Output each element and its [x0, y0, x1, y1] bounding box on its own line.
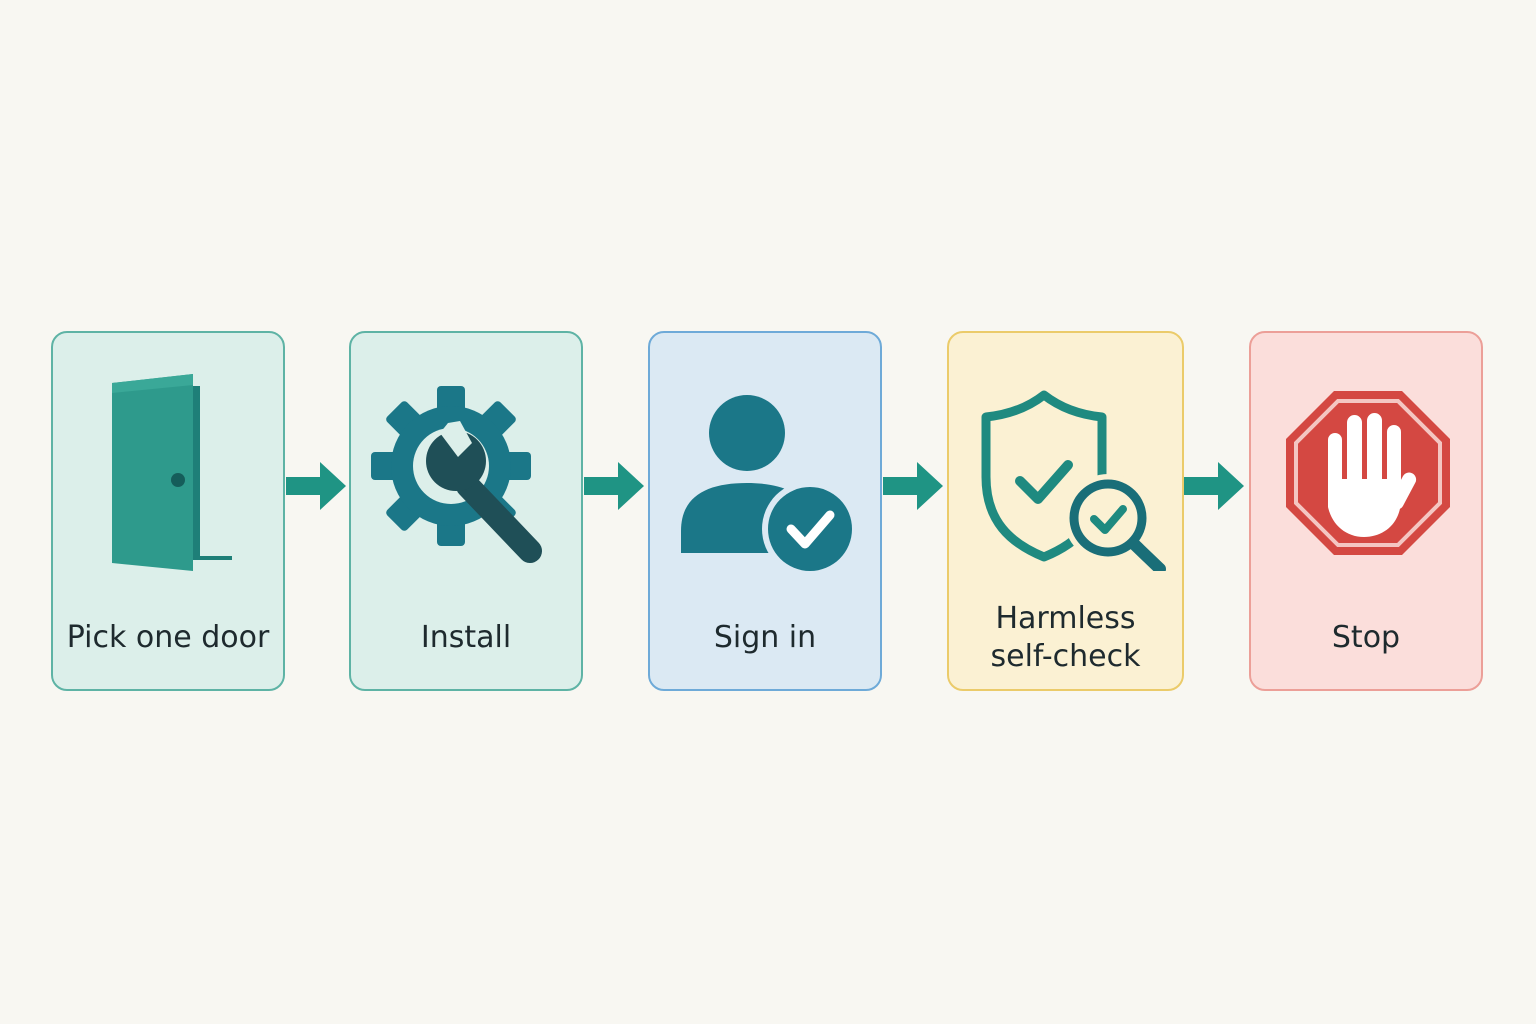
user-check-icon — [681, 395, 858, 571]
door-icon — [112, 374, 232, 571]
step-install: Install — [349, 331, 583, 691]
step-label: Pick one door — [66, 620, 270, 655]
step-pick-one-door: Pick one door — [51, 331, 285, 691]
arrow-icon — [883, 462, 943, 510]
shield-search-icon — [981, 390, 1166, 571]
step-label: Harmless self-check — [990, 601, 1141, 674]
step-label: Stop — [1331, 620, 1401, 655]
arrow-icon — [584, 462, 644, 510]
gear-wrench-icon — [371, 386, 542, 563]
step-label: Sign in — [713, 620, 817, 655]
step-harmless-self-check: Harmless self-check — [947, 331, 1184, 691]
step-stop: Stop — [1249, 331, 1483, 691]
arrow-icon — [1184, 462, 1244, 510]
arrow-icon — [286, 462, 346, 510]
step-label: Install — [420, 620, 512, 655]
step-sign-in: Sign in — [648, 331, 882, 691]
stop-hand-icon — [1286, 391, 1450, 555]
